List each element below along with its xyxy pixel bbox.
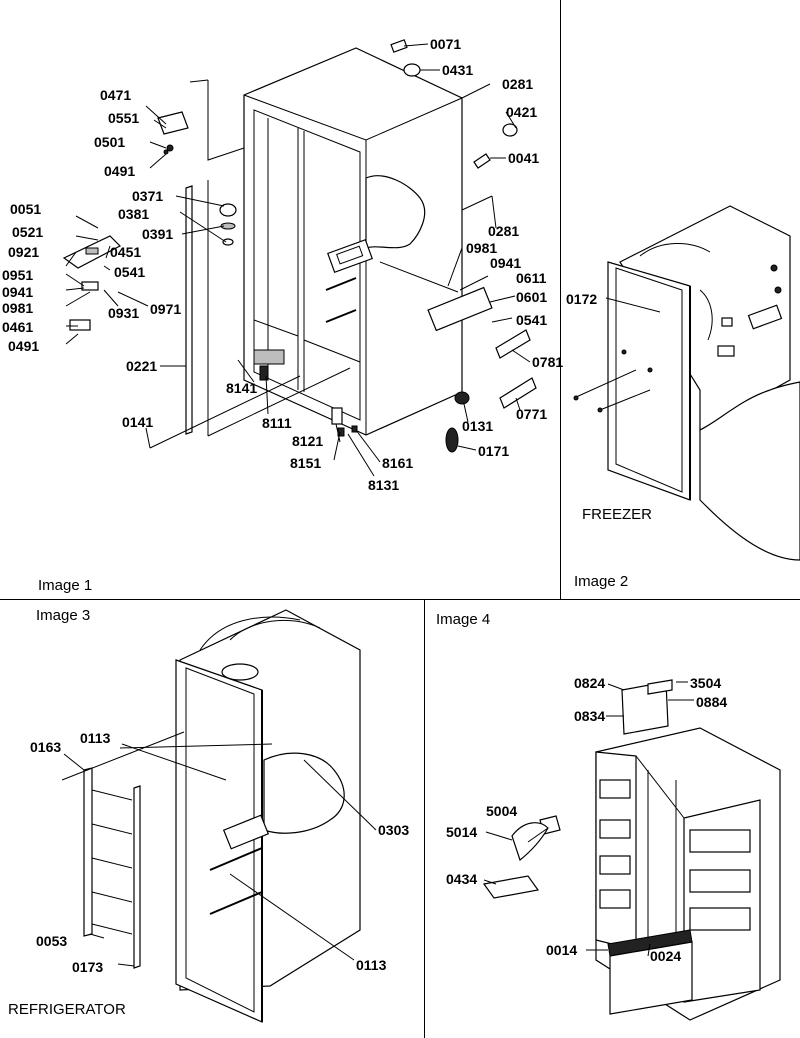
caption-image-4: Image 4: [436, 611, 491, 628]
part-label-0941-right: 0941: [490, 255, 522, 271]
part-label-0611: 0611: [516, 270, 547, 286]
caption-image-1: Image 1: [38, 577, 93, 594]
part-label-0421: 0421: [506, 104, 538, 120]
part-label-0541-right: 0541: [516, 312, 548, 328]
part-label-0281-mid: 0281: [488, 223, 520, 239]
caption-refrigerator: REFRIGERATOR: [8, 1001, 126, 1018]
part-label-0172: 0172: [566, 291, 598, 307]
part-label-0551: 0551: [108, 110, 140, 126]
part-label-0281-top: 0281: [502, 76, 534, 92]
part-label-0981-right: 0981: [466, 240, 498, 256]
divider-vertical-top: [560, 0, 561, 600]
part-label-5004: 5004: [486, 803, 518, 819]
side-by-side-drawing: [482, 679, 781, 1021]
part-label-0113-bottom: 0113: [356, 957, 387, 973]
part-label-0941-left: 0941: [2, 284, 34, 300]
freezer-drawing: [573, 205, 800, 561]
part-label-0884: 0884: [696, 694, 728, 710]
part-label-0431: 0431: [442, 62, 474, 78]
part-label-0501: 0501: [94, 134, 126, 150]
part-label-5014: 5014: [446, 824, 478, 840]
part-label-0041: 0041: [508, 150, 540, 166]
part-label-0381: 0381: [118, 206, 150, 222]
part-label-0141: 0141: [122, 414, 154, 430]
caption-image-3: Image 3: [36, 607, 91, 624]
part-label-0461: 0461: [2, 319, 34, 335]
part-label-8131: 8131: [368, 477, 400, 493]
part-label-0834: 0834: [574, 708, 606, 724]
refrigerator-drawing: [61, 609, 377, 1023]
part-label-8161: 8161: [382, 455, 414, 471]
part-label-0491-bottom: 0491: [8, 338, 40, 354]
part-label-0173: 0173: [72, 959, 104, 975]
caption-image-2: Image 2: [574, 573, 629, 590]
part-label-0951: 0951: [2, 267, 34, 283]
part-label-0491-top: 0491: [104, 163, 136, 179]
caption-freezer: FREEZER: [582, 506, 653, 523]
part-label-0053: 0053: [36, 933, 68, 949]
part-label-0771: 0771: [516, 406, 548, 422]
part-label-0131: 0131: [462, 418, 494, 434]
divider-horizontal: [0, 599, 800, 600]
part-label-0471: 0471: [100, 87, 132, 103]
part-label-0824: 0824: [574, 675, 606, 691]
cabinet-drawing: [62, 39, 537, 477]
part-label-3504: 3504: [690, 675, 722, 691]
part-label-0434: 0434: [446, 871, 478, 887]
part-label-0981-left: 0981: [2, 300, 34, 316]
part-label-0171: 0171: [478, 443, 510, 459]
part-label-0781: 0781: [532, 354, 564, 370]
part-label-0113-top: 0113: [80, 730, 111, 746]
part-label-0601: 0601: [516, 289, 548, 305]
part-label-8111: 8111: [262, 415, 292, 431]
part-label-8121: 8121: [292, 433, 324, 449]
part-label-0221: 0221: [126, 358, 158, 374]
part-label-0303: 0303: [378, 822, 410, 838]
part-label-0931: 0931: [108, 305, 140, 321]
part-label-0071: 0071: [430, 36, 462, 52]
part-label-0391: 0391: [142, 226, 174, 242]
part-label-0521: 0521: [12, 224, 44, 240]
part-label-8141: 8141: [226, 380, 258, 396]
divider-vertical-bottom: [424, 600, 425, 1038]
part-label-0014: 0014: [546, 942, 578, 958]
part-label-8151: 8151: [290, 455, 322, 471]
part-label-0921: 0921: [8, 244, 40, 260]
part-label-0371: 0371: [132, 188, 164, 204]
part-label-0971: 0971: [150, 301, 182, 317]
part-label-0541-left: 0541: [114, 264, 146, 280]
part-label-0163: 0163: [30, 739, 62, 755]
part-label-0451: 0451: [110, 244, 142, 260]
part-label-0051: 0051: [10, 201, 42, 217]
part-label-0024: 0024: [650, 948, 682, 964]
